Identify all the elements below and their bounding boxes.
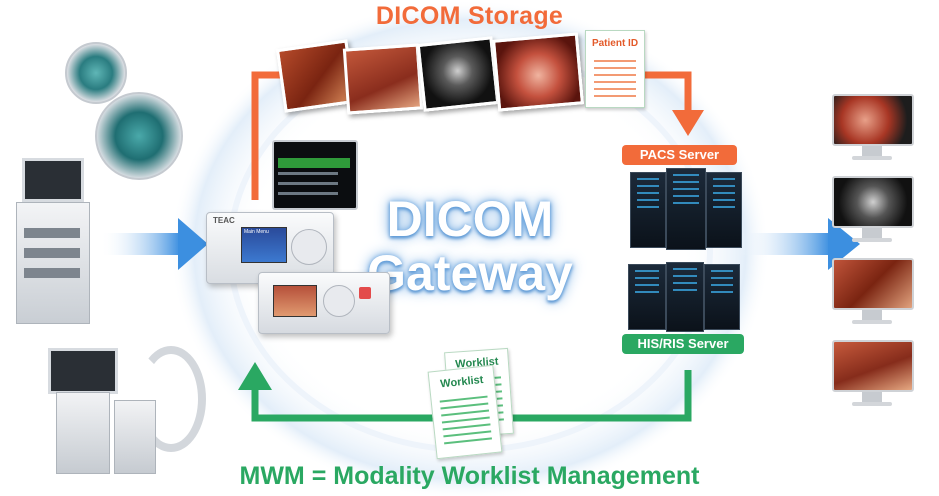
gateway-title-line1: DICOM [386, 191, 554, 247]
device-brand-label: TEAC [213, 216, 235, 225]
gateway-title-line2: Gateway [367, 245, 573, 301]
endoscopy-image [492, 32, 584, 112]
his-ris-server-rack-1 [628, 264, 666, 330]
worklist-arrow-head [238, 362, 272, 390]
storage-arrow-path-right [640, 71, 692, 112]
output-arrow-shaft [738, 233, 830, 255]
surgery-image-2 [342, 43, 424, 115]
his-ris-server-rack-2 [666, 262, 704, 332]
screen-highlight-bar [278, 158, 350, 168]
pacs-server-rack-1 [630, 172, 666, 248]
patient-id-label: Patient ID [591, 38, 639, 49]
worklist-document-front: Worklist [427, 364, 503, 460]
device-buttons-second [323, 285, 355, 317]
his-ris-server-rack-3 [704, 264, 740, 330]
output-arrow-head [828, 218, 860, 270]
dicom-storage-title: DICOM Storage [375, 2, 564, 30]
angiography-image [416, 36, 500, 112]
input-arrow-head [178, 218, 208, 270]
c-arm-xray [40, 340, 206, 480]
surgical-light [45, 20, 195, 180]
device-screen-second [273, 285, 317, 317]
input-arrow-shaft [100, 233, 180, 255]
monitor-3 [832, 258, 914, 324]
gateway-screen-popup [272, 140, 358, 210]
pacs-server-rack-2 [666, 168, 706, 250]
mwm-title: MWM = Modality Worklist Management [239, 462, 700, 490]
monitor-1 [832, 94, 914, 160]
endoscopy-cart [12, 158, 94, 340]
his-ris-server-label: HIS/RIS Server [622, 334, 744, 354]
device-menu-label: Main Menu [244, 229, 269, 235]
patient-id-document: Patient ID [585, 30, 645, 108]
teac-recorder-second [258, 272, 390, 334]
pacs-server-label: PACS Server [622, 145, 737, 165]
screen-line [278, 172, 338, 175]
device-record-button [359, 287, 371, 299]
monitor-2 [832, 176, 914, 242]
screen-line [278, 182, 338, 185]
worklist-label-front: Worklist [439, 373, 484, 391]
storage-arrow-head [672, 110, 704, 136]
device-screen: Main Menu [241, 227, 287, 263]
screen-line [278, 192, 338, 195]
background-ring [170, 0, 770, 496]
monitor-4 [832, 340, 914, 406]
pacs-server-rack-3 [706, 172, 742, 248]
device-buttons [291, 229, 327, 265]
